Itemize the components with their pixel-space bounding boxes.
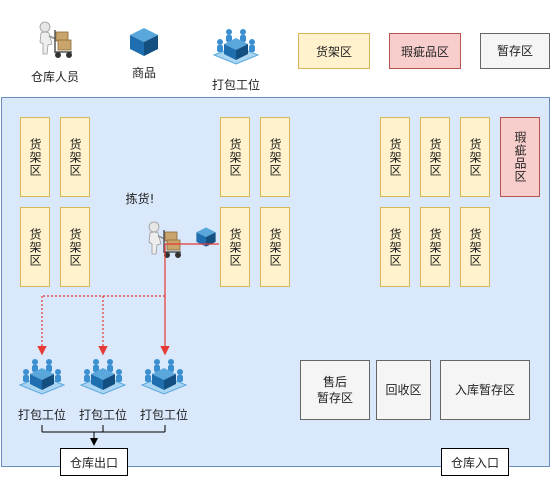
legend-station-label: 打包工位 [211,78,260,92]
shelf-zone-label: 货架区 [28,137,42,177]
shelf-zone-label: 货架区 [468,227,482,267]
inbound-temp-label: 入库暂存区 [454,383,515,397]
legend-defect-box: 瑕疵品区 [389,33,461,69]
shelf-zone: 货架区 [420,207,450,287]
legend-temp-box: 暂存区 [480,33,550,69]
recycle-zone: 回收区 [376,360,431,420]
packing-station-label: 打包工位 [78,408,127,422]
shelf-zone-label: 货架区 [68,227,82,267]
shelf-zone: 货架区 [260,207,290,287]
shelf-zone: 货架区 [420,117,450,197]
shelf-zone-label: 货架区 [228,137,242,177]
shelf-zone-label: 货架区 [228,227,242,267]
warehouse-exit-label: 仓库出口 [69,455,118,470]
shelf-zone: 货架区 [20,117,50,197]
shelf-zone: 货架区 [460,207,490,287]
legend-defect-label: 瑕疵品区 [400,44,449,59]
shelf-zone: 货架区 [220,207,250,287]
shelf-zone-label: 货架区 [388,137,402,177]
packing-station-icon [18,356,66,396]
shelf-zone-label: 货架区 [268,137,282,177]
after-sales-temp-zone: 售后 暂存区 [300,360,370,420]
packing-station-icon [79,356,127,396]
shelf-zone-label: 货架区 [468,137,482,177]
shelf-zone: 货架区 [380,117,410,197]
shelf-zone: 货架区 [460,117,490,197]
defect-zone-label: 瑕疵品区 [513,131,527,183]
inbound-temp-zone: 入库暂存区 [440,360,530,420]
packing-station-icon [140,356,188,396]
warehouse-entrance-label: 仓库入口 [450,455,499,470]
legend-worker-label: 仓库人员 [30,70,79,84]
shelf-zone: 货架区 [220,117,250,197]
shelf-zone: 货架区 [60,117,90,197]
after-sales-label-line2: 暂存区 [316,391,353,405]
shelf-zone-label: 货架区 [428,227,442,267]
recycle-zone-label: 回收区 [385,383,422,397]
shelf-zone: 货架区 [260,117,290,197]
after-sales-label-line1: 售后 [322,375,347,389]
warehouse-exit: 仓库出口 [60,448,128,476]
shelf-zone: 货架区 [380,207,410,287]
packing-station-label: 打包工位 [139,408,188,422]
legend-temp-label: 暂存区 [496,44,533,58]
packing-station-label: 打包工位 [17,408,66,422]
shelf-zone: 货架区 [20,207,50,287]
legend-shelf-box: 货架区 [298,33,370,69]
shelf-zone-label: 货架区 [268,227,282,267]
picking-label: 拣货! [125,192,155,206]
shelf-zone: 货架区 [60,207,90,287]
shelf-zone-label: 货架区 [388,227,402,267]
shelf-zone-label: 货架区 [428,137,442,177]
legend-shelf-label: 货架区 [315,44,352,59]
shelf-zone-label: 货架区 [68,137,82,177]
shelf-zone-label: 货架区 [28,227,42,267]
legend-goods-label: 商品 [131,66,156,80]
warehouse-entrance: 仓库入口 [441,448,509,476]
defect-zone: 瑕疵品区 [500,117,540,197]
